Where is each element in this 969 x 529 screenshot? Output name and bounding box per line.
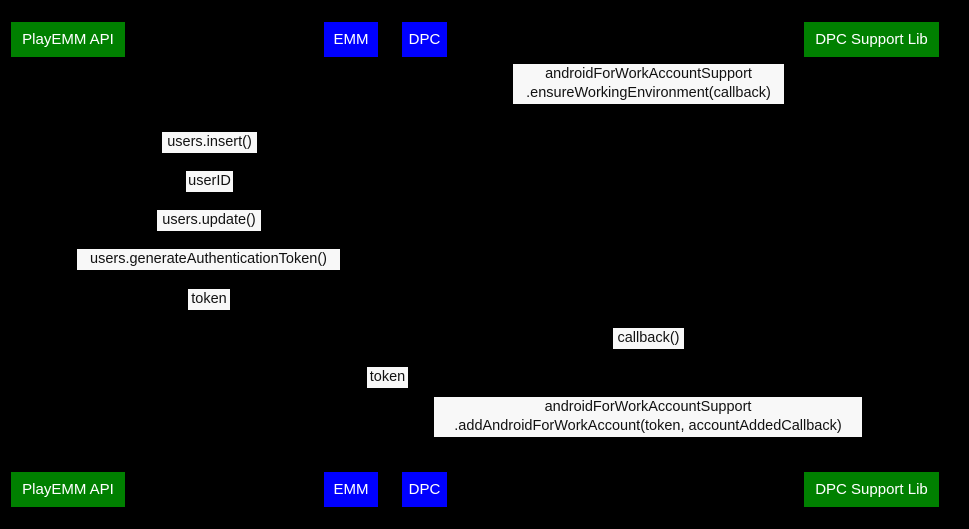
participant-footer-emm-label: EMM (333, 481, 369, 498)
participant-header-playemm-api-label: PlayEMM API (22, 31, 114, 48)
participant-footer-dpc-support-lib[interactable]: DPC Support Lib (804, 472, 939, 507)
participant-footer-playemm-api[interactable]: PlayEMM API (11, 472, 125, 507)
participant-header-dpc-label: DPC (408, 31, 441, 48)
message-label-users-generate-authentication-token: users.generateAuthenticationToken() (77, 249, 340, 270)
message-label-callback: callback() (613, 328, 684, 349)
lifeline-dpc (425, 57, 426, 472)
message-arrow-user-id (68, 192, 351, 193)
message-arrow-users-insert (68, 153, 351, 154)
participant-header-playemm-api[interactable]: PlayEMM API (11, 22, 125, 57)
message-arrow-callback (425, 349, 871, 350)
participant-header-dpc-support-lib-label: DPC Support Lib (815, 31, 928, 48)
message-label-token-to-emm: token (188, 289, 230, 310)
participant-footer-emm[interactable]: EMM (324, 472, 378, 507)
message-label-user-id: userID (186, 171, 233, 192)
participant-header-emm-label: EMM (333, 31, 369, 48)
message-arrow-ensure-working-environment (425, 104, 871, 105)
message-arrow-users-generate-authentication-token (68, 270, 351, 271)
lifeline-playemm-api (68, 57, 69, 472)
participant-header-emm[interactable]: EMM (324, 22, 378, 57)
lifeline-dpc-support-lib (871, 57, 872, 472)
participant-header-dpc-support-lib[interactable]: DPC Support Lib (804, 22, 939, 57)
message-label-add-android-for-work-account: androidForWorkAccountSupport .addAndroid… (434, 397, 862, 437)
message-arrow-token-to-emm (68, 310, 351, 311)
message-label-users-update: users.update() (157, 210, 261, 231)
message-arrow-token-to-dpc (351, 388, 425, 389)
participant-footer-playemm-api-label: PlayEMM API (22, 481, 114, 498)
message-label-token-to-dpc: token (367, 367, 408, 388)
participant-footer-dpc[interactable]: DPC (402, 472, 447, 507)
lifeline-emm (351, 57, 352, 472)
participant-footer-dpc-support-lib-label: DPC Support Lib (815, 481, 928, 498)
message-label-users-insert: users.insert() (162, 132, 257, 153)
participant-footer-dpc-label: DPC (408, 481, 441, 498)
participant-header-dpc[interactable]: DPC (402, 22, 447, 57)
message-arrow-users-update (68, 231, 351, 232)
message-label-ensure-working-environment: androidForWorkAccountSupport .ensureWork… (513, 64, 784, 104)
message-arrow-add-android-for-work-account (425, 437, 871, 438)
